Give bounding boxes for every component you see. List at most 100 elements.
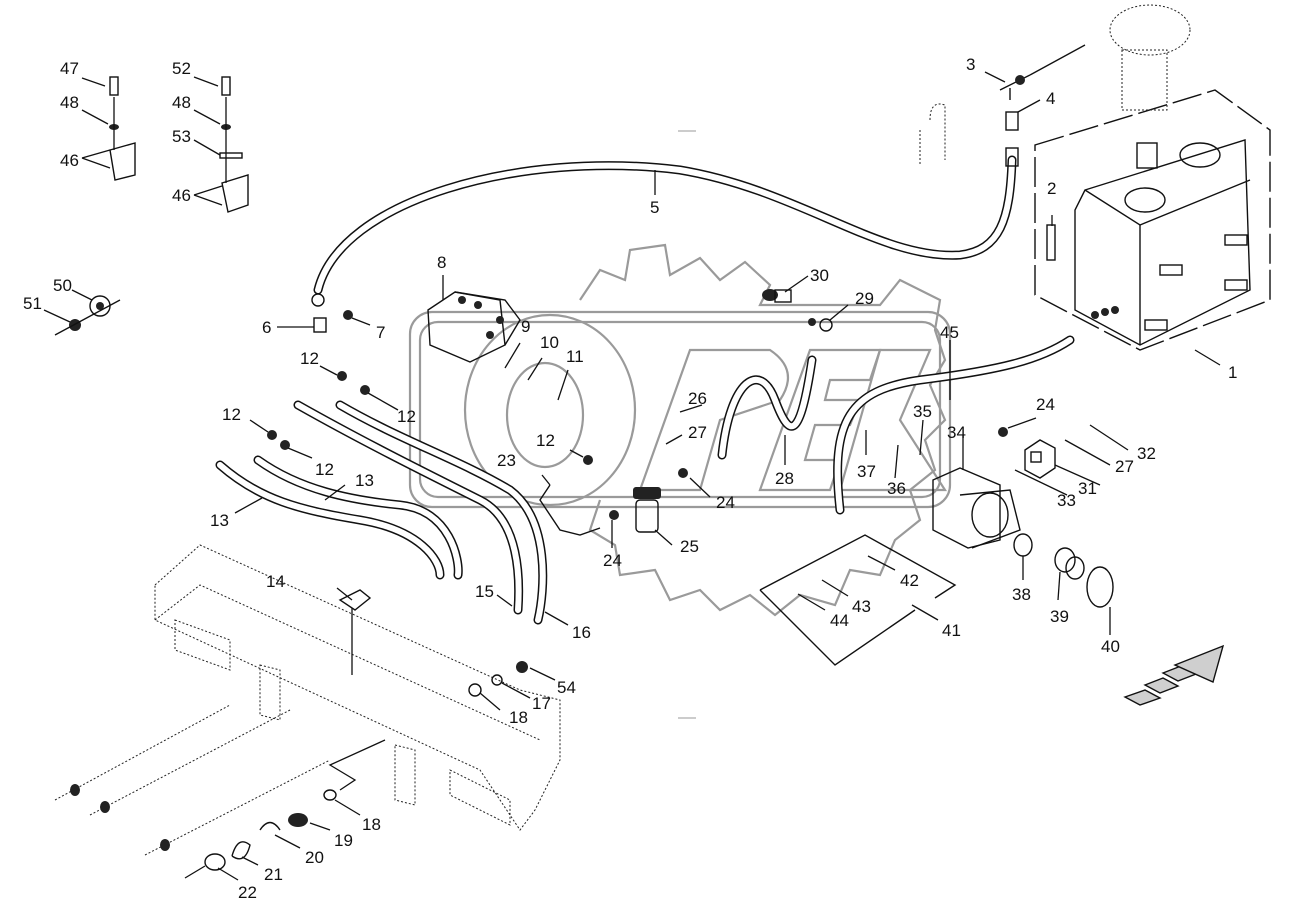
washer-17[interactable] bbox=[491, 674, 503, 686]
bushing-39[interactable] bbox=[1054, 547, 1085, 580]
callout-28[interactable]: 28 bbox=[775, 469, 794, 488]
callout-15[interactable]: 15 bbox=[475, 582, 494, 601]
tee-29[interactable] bbox=[808, 318, 833, 332]
cap-21[interactable] bbox=[231, 841, 251, 860]
callout-7[interactable]: 7 bbox=[376, 323, 385, 342]
callout-27[interactable]: 27 bbox=[1115, 457, 1134, 476]
callout-45[interactable]: 45 bbox=[940, 323, 959, 342]
callout-13[interactable]: 13 bbox=[210, 511, 229, 530]
callout-46[interactable]: 46 bbox=[60, 151, 79, 170]
callout-32[interactable]: 32 bbox=[1137, 444, 1156, 463]
callout-25[interactable]: 25 bbox=[680, 537, 699, 556]
callout-12[interactable]: 12 bbox=[315, 460, 334, 479]
callout-19[interactable]: 19 bbox=[334, 831, 353, 850]
callout-26[interactable]: 26 bbox=[688, 389, 707, 408]
nut-12d[interactable] bbox=[280, 440, 290, 450]
callout-33[interactable]: 33 bbox=[1057, 491, 1076, 510]
callout-44[interactable]: 44 bbox=[830, 611, 849, 630]
hose-28[interactable] bbox=[717, 355, 817, 460]
callout-2[interactable]: 2 bbox=[1047, 179, 1056, 198]
nut-24c[interactable] bbox=[998, 427, 1008, 437]
callout-3[interactable]: 3 bbox=[966, 55, 975, 74]
callout-42[interactable]: 42 bbox=[900, 571, 919, 590]
block-31[interactable] bbox=[1024, 439, 1056, 479]
nut-12e[interactable] bbox=[583, 455, 593, 465]
nut-12c[interactable] bbox=[267, 430, 277, 440]
callout-11[interactable]: 11 bbox=[566, 347, 584, 366]
callout-18[interactable]: 18 bbox=[362, 815, 381, 834]
callout-24[interactable]: 24 bbox=[603, 551, 622, 570]
tee-fitting-3[interactable] bbox=[999, 44, 1086, 100]
callout-22[interactable]: 22 bbox=[238, 883, 257, 902]
callout-38[interactable]: 38 bbox=[1012, 585, 1031, 604]
callout-14[interactable]: 14 bbox=[266, 572, 285, 591]
callout-41[interactable]: 41 bbox=[942, 621, 961, 640]
callout-8[interactable]: 8 bbox=[437, 253, 446, 272]
valve-block-8[interactable] bbox=[427, 291, 521, 363]
callout-48[interactable]: 48 bbox=[60, 93, 79, 112]
elbow-6[interactable] bbox=[311, 293, 327, 333]
clamp-set-left[interactable] bbox=[109, 76, 136, 181]
hose-45[interactable] bbox=[833, 335, 1075, 515]
sight-glass-2[interactable] bbox=[1046, 224, 1056, 261]
callout-53[interactable]: 53 bbox=[172, 127, 191, 146]
pipe-23[interactable] bbox=[539, 484, 601, 536]
callout-43[interactable]: 43 bbox=[852, 597, 871, 616]
callout-24[interactable]: 24 bbox=[716, 493, 735, 512]
callout-35[interactable]: 35 bbox=[913, 402, 932, 421]
callout-39[interactable]: 39 bbox=[1050, 607, 1069, 626]
washer-18a[interactable] bbox=[468, 683, 482, 697]
cap-20[interactable] bbox=[259, 821, 281, 831]
hose-5[interactable] bbox=[313, 155, 1017, 295]
coupling-19[interactable] bbox=[288, 813, 308, 827]
callout-9[interactable]: 9 bbox=[521, 317, 530, 336]
callout-21[interactable]: 21 bbox=[264, 865, 283, 884]
bracket-14[interactable] bbox=[338, 589, 372, 611]
clamp-set-right[interactable] bbox=[219, 76, 249, 213]
adapter-4[interactable] bbox=[1005, 111, 1019, 167]
callout-46[interactable]: 46 bbox=[172, 186, 191, 205]
coupling-22[interactable] bbox=[184, 853, 226, 879]
callout-29[interactable]: 29 bbox=[855, 289, 874, 308]
callout-12[interactable]: 12 bbox=[222, 405, 241, 424]
callout-24[interactable]: 24 bbox=[1036, 395, 1055, 414]
callout-12[interactable]: 12 bbox=[397, 407, 416, 426]
callout-20[interactable]: 20 bbox=[305, 848, 324, 867]
callout-30[interactable]: 30 bbox=[810, 266, 829, 285]
callout-54[interactable]: 54 bbox=[557, 678, 576, 697]
callout-31[interactable]: 31 bbox=[1078, 479, 1097, 498]
nut-24a[interactable] bbox=[678, 468, 688, 478]
o-ring-40[interactable] bbox=[1086, 566, 1114, 608]
callout-36[interactable]: 36 bbox=[887, 479, 906, 498]
callout-5[interactable]: 5 bbox=[650, 198, 659, 217]
oil-tank-1[interactable] bbox=[1034, 89, 1271, 351]
callout-52[interactable]: 52 bbox=[172, 59, 191, 78]
callout-27[interactable]: 27 bbox=[688, 423, 707, 442]
callout-23[interactable]: 23 bbox=[497, 451, 516, 470]
callout-12[interactable]: 12 bbox=[536, 431, 555, 450]
callout-4[interactable]: 4 bbox=[1046, 89, 1055, 108]
callout-16[interactable]: 16 bbox=[572, 623, 591, 642]
pump-34[interactable] bbox=[932, 467, 1021, 549]
elbow-54[interactable] bbox=[516, 661, 528, 673]
hoses-13[interactable] bbox=[215, 400, 548, 625]
nut-7[interactable] bbox=[343, 310, 353, 320]
callout-6[interactable]: 6 bbox=[262, 318, 271, 337]
callout-18[interactable]: 18 bbox=[509, 708, 528, 727]
coupler-30[interactable] bbox=[762, 289, 792, 303]
callout-37[interactable]: 37 bbox=[857, 462, 876, 481]
filter-25[interactable] bbox=[633, 487, 661, 533]
callout-48[interactable]: 48 bbox=[172, 93, 191, 112]
callout-40[interactable]: 40 bbox=[1101, 637, 1120, 656]
callout-34[interactable]: 34 bbox=[947, 423, 966, 442]
callout-47[interactable]: 47 bbox=[60, 59, 79, 78]
washer-18b[interactable] bbox=[323, 789, 337, 801]
nut-12b[interactable] bbox=[360, 385, 370, 395]
nut-24b[interactable] bbox=[609, 510, 619, 520]
callout-12[interactable]: 12 bbox=[300, 349, 319, 368]
callout-10[interactable]: 10 bbox=[540, 333, 559, 352]
nut-12a[interactable] bbox=[337, 371, 347, 381]
callout-17[interactable]: 17 bbox=[532, 694, 551, 713]
ring-51[interactable] bbox=[69, 319, 81, 331]
callout-50[interactable]: 50 bbox=[53, 276, 72, 295]
